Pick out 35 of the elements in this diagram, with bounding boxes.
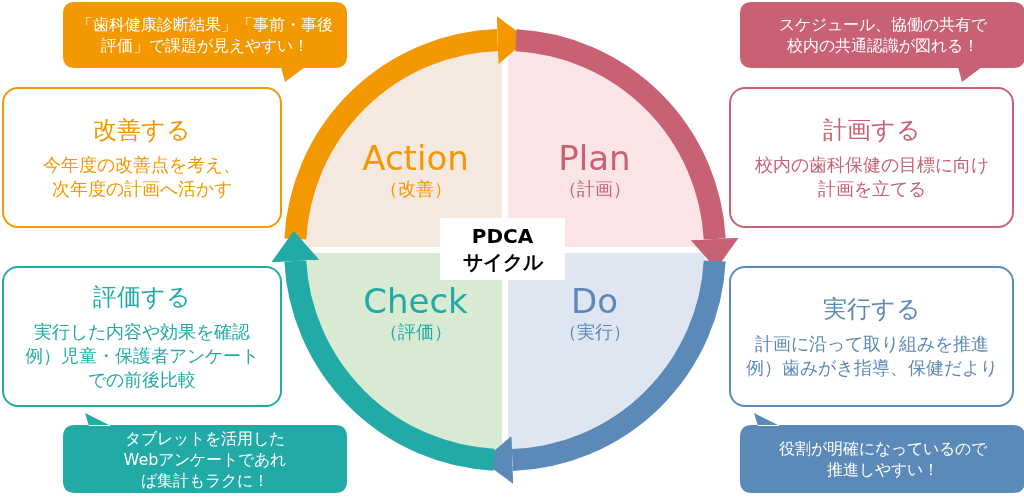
step-description: 計画に沿って取り組みを推進 bbox=[753, 331, 990, 356]
phase-title: Check bbox=[363, 281, 468, 321]
step-box bbox=[729, 266, 1014, 407]
step-description: 校内の歯科保健の目標に向け計画を立てる bbox=[753, 152, 990, 201]
center-title: PDCA bbox=[471, 223, 534, 249]
quadrant bbox=[305, 253, 502, 450]
phase-subtitle: （実行） bbox=[558, 321, 631, 343]
phase-subtitle: （計画） bbox=[558, 178, 631, 200]
phase-title: Action bbox=[362, 138, 469, 178]
step-description: 例）児童・保護者アンケートでの前後比較 bbox=[24, 343, 260, 392]
speech-bubble bbox=[740, 413, 1024, 493]
step-heading: 評価する bbox=[93, 281, 191, 312]
bubble-text: 「歯科健康診断結果」「事前・事後評価」で課題が見えやすい！ bbox=[76, 14, 334, 56]
bubble-text: 役割が明確になっているので推進しやすい！ bbox=[777, 438, 988, 480]
bubble-text: タブレットを活用したWebアンケートであれば集計もラクに！ bbox=[122, 427, 288, 491]
speech-bubble bbox=[740, 2, 1024, 82]
phase-subtitle: （改善） bbox=[379, 178, 452, 200]
phase-subtitle: （評価） bbox=[379, 321, 452, 343]
cycle-arrow bbox=[271, 231, 496, 471]
center-label-box bbox=[440, 218, 565, 280]
phase-title: Plan bbox=[558, 138, 631, 178]
speech-bubble bbox=[63, 2, 347, 82]
step-heading: 改善する bbox=[93, 114, 191, 145]
step-heading: 計画する bbox=[822, 114, 921, 145]
step-description: 実行した内容や効果を確認 bbox=[33, 319, 251, 344]
step-box bbox=[2, 87, 282, 228]
bubble-text: スケジュール、協働の共有で校内の共通認識が図れる！ bbox=[777, 14, 988, 56]
step-heading: 実行する bbox=[822, 293, 921, 324]
step-description: 今年度の改善点を考え、次年度の計画へ活かす bbox=[42, 152, 242, 201]
step-box bbox=[2, 266, 282, 407]
step-box bbox=[729, 87, 1014, 228]
phase-title: Do bbox=[571, 281, 618, 321]
center-title: サイクル bbox=[462, 249, 543, 275]
step-description: 例）歯みがき指導、保健だより bbox=[744, 355, 999, 380]
speech-bubble bbox=[63, 413, 347, 493]
